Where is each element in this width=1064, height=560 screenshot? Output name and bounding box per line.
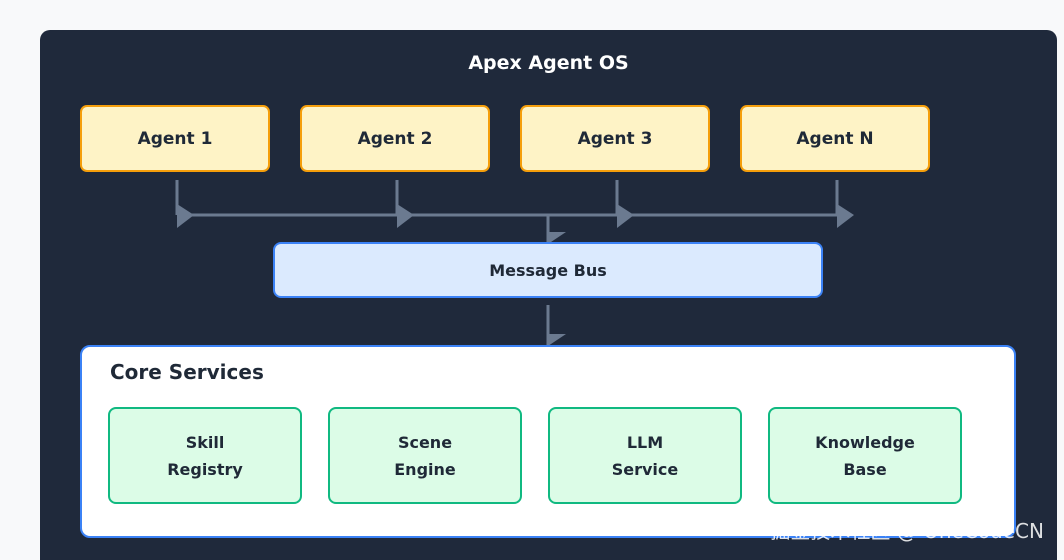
watermark-text: 掘金技术社区 @ OneCodeCN (770, 519, 1044, 543)
agent-node-n: Agent N (740, 105, 930, 172)
agent-node-2: Agent 2 (300, 105, 490, 172)
service-skill-registry: Skill Registry (108, 407, 302, 504)
service-knowledge-base: Knowledge Base (768, 407, 962, 504)
service-label-line2: Registry (167, 459, 243, 479)
service-label-line1: Skill (185, 432, 225, 452)
diagram-title: Apex Agent OS (468, 52, 629, 74)
service-label-line2: Service (611, 459, 679, 479)
service-label-line1: LLM (626, 432, 664, 452)
service-label-line1: Scene (397, 432, 453, 452)
message-bus-node: Message Bus (273, 242, 823, 298)
service-llm-service: LLM Service (548, 407, 742, 504)
agent-node-1: Agent 1 (80, 105, 270, 172)
service-label-line1: Knowledge (815, 432, 915, 452)
service-label-line2: Base (843, 459, 887, 479)
service-label-line2: Engine (394, 459, 456, 479)
service-scene-engine: Scene Engine (328, 407, 522, 504)
core-services-title: Core Services (110, 360, 264, 384)
agent-node-3: Agent 3 (520, 105, 710, 172)
